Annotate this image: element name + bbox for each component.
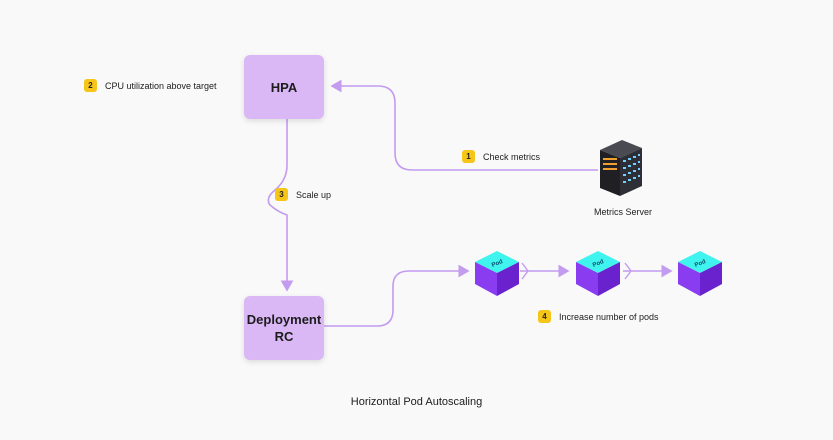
- step-label: CPU utilization above target: [105, 80, 217, 91]
- pod-label: Pod: [491, 259, 504, 269]
- metrics-server-label: Metrics Server: [594, 207, 653, 217]
- step-badge: 1: [462, 150, 475, 163]
- step-2-note: 2 CPU utilization above target: [84, 79, 217, 92]
- diagram-title: Horizontal Pod Autoscaling: [350, 396, 483, 408]
- pod-label: Pod: [694, 259, 707, 269]
- rc-label: RC: [274, 329, 294, 344]
- deploy-to-pods-arrow: [324, 264, 470, 327]
- step-badge: 4: [538, 310, 551, 323]
- deployment-label: Deployment: [246, 312, 322, 327]
- hpa-label: HPA: [270, 79, 298, 95]
- scale-up-arrow: [267, 119, 294, 292]
- step-badge: 2: [84, 79, 97, 92]
- step-3-note: 3 Scale up: [275, 188, 331, 201]
- step-badge: 3: [275, 188, 288, 201]
- deployment-node: Deployment RC: [244, 296, 324, 360]
- hpa-node: HPA: [244, 55, 324, 119]
- metrics-server-icon: [600, 140, 642, 196]
- step-4-note: 4 Increase number of pods: [538, 310, 659, 323]
- step-label: Increase number of pods: [559, 311, 659, 322]
- step-1-note: 1 Check metrics: [462, 150, 540, 163]
- pod-label: Pod: [592, 259, 605, 269]
- pod-cube-2: Pod: [576, 251, 620, 296]
- pod-cube-3: Pod: [678, 251, 722, 296]
- step-label: Check metrics: [483, 151, 541, 162]
- check-metrics-arrow: [330, 79, 598, 171]
- pod-cube-1: Pod: [475, 251, 519, 296]
- step-label: Scale up: [296, 189, 332, 200]
